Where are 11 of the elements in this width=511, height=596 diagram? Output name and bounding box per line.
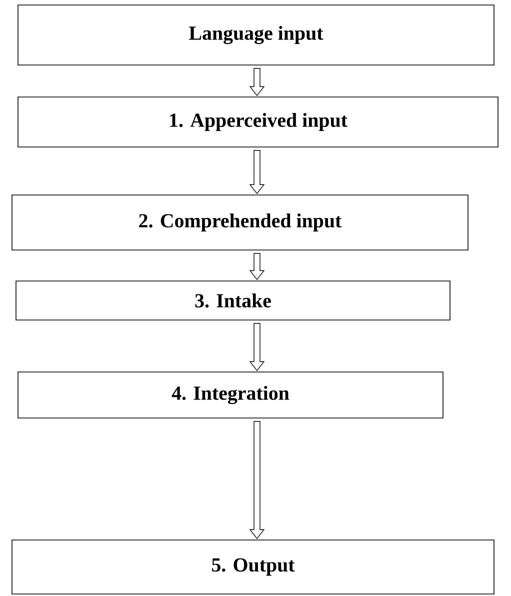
- process-box: 3. Intake: [16, 280, 450, 320]
- arrow: [249, 68, 265, 96]
- process-box: 1. Apperceived input: [18, 96, 498, 148]
- process-box: 5. Output: [12, 540, 494, 594]
- process-box: Language input: [18, 4, 494, 66]
- arrow: [249, 421, 265, 540]
- process-box: 4. Integration: [18, 372, 444, 418]
- process-box: 2. Comprehended input: [12, 194, 468, 250]
- arrow: [249, 150, 265, 194]
- arrow: [249, 323, 265, 372]
- arrow: [249, 253, 265, 280]
